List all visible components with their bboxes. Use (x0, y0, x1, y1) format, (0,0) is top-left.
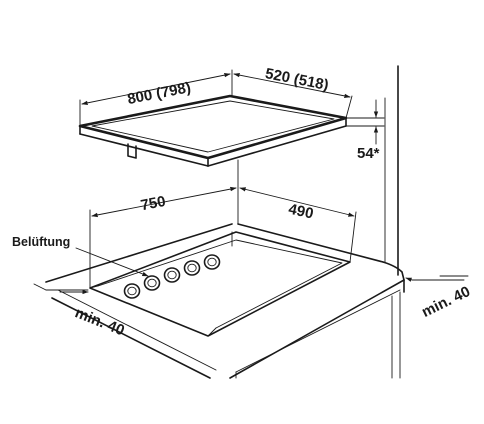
dimension-side-clearance: min. 40 (405, 275, 473, 321)
hob-depth-label: 520 (518) (264, 65, 330, 94)
ventilation-label: Belüftung (12, 235, 70, 249)
hob (78, 94, 348, 167)
dimension-hob-width: 800 (798) (79, 69, 233, 127)
dimension-hob-depth: 520 (518) (233, 65, 353, 119)
dimension-hob-height: 54* (345, 99, 385, 162)
front-clearance-label: min. 40 (73, 304, 127, 339)
cabinet-wall (384, 65, 401, 379)
side-clearance-label: min. 40 (419, 283, 473, 321)
cutout-depth-label: 490 (287, 201, 315, 223)
ventilation-hole (203, 254, 221, 270)
dimension-cutout-depth: 490 (239, 187, 357, 263)
worktop (45, 223, 405, 379)
hob-width-label: 800 (798) (126, 79, 192, 108)
dimension-front-clearance: min. 40 (33, 283, 127, 339)
cutout-width-label: 750 (139, 193, 167, 214)
ventilation-callout: Belüftung (12, 235, 149, 277)
hob-height-label: 54* (357, 145, 380, 162)
ventilation-hole (123, 283, 141, 299)
ventilation-hole (143, 275, 161, 291)
ventilation-holes (123, 254, 221, 299)
ventilation-hole (163, 267, 181, 283)
ventilation-hole (183, 260, 201, 276)
dimension-cutout-width: 750 (89, 186, 237, 289)
